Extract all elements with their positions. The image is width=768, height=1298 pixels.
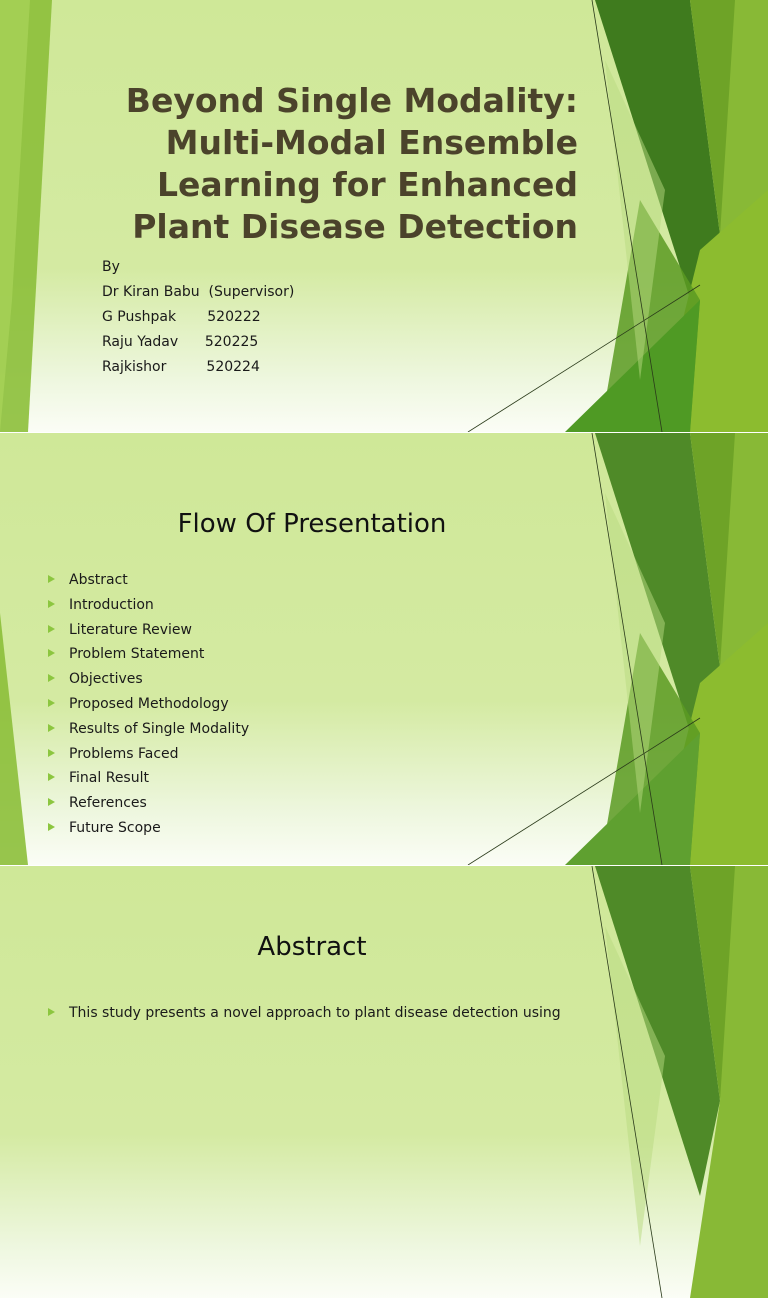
slide-decoration-right [591, 866, 768, 1298]
triangle-bullet-icon [48, 798, 55, 807]
list-item: Abstract [48, 568, 249, 593]
triangle-bullet-icon [48, 649, 55, 658]
list-item-text: Objectives [69, 671, 143, 688]
title-line: Plant Disease Detection [132, 207, 578, 246]
title-slide: Beyond Single Modality: Multi-Modal Ense… [0, 0, 768, 432]
list-item: Objectives [48, 667, 249, 692]
triangle-bullet-icon [48, 575, 55, 583]
triangle-bullet-icon [48, 723, 55, 732]
list-item: This study presents a novel approach to … [48, 1001, 561, 1026]
title-line: Multi-Modal Ensemble [165, 123, 578, 162]
slide-decoration-right [467, 433, 768, 865]
slide-title: Flow Of Presentation [177, 509, 447, 539]
list-item: Final Result [48, 766, 249, 791]
list-item: Introduction [48, 593, 249, 618]
list-item-text: Future Scope [69, 819, 161, 836]
abstract-slide: Abstract This study presents a novel app… [0, 866, 768, 1298]
list-item: Proposed Methodology [48, 692, 249, 717]
list-item-text: Problems Faced [69, 745, 179, 762]
list-item: Future Scope [48, 816, 249, 841]
triangle-bullet-icon [48, 748, 55, 757]
triangle-bullet-icon [48, 674, 55, 683]
author-item: Rajkishor 520224 [102, 359, 260, 375]
list-item-text: Introduction [69, 596, 154, 613]
presentation-title: Beyond Single Modality: Multi-Modal Ense… [38, 80, 578, 248]
flow-slide: Flow Of Presentation Abstract Introducti… [0, 433, 768, 865]
author-list: By Dr Kiran Babu (Supervisor) G Pushpak … [102, 255, 294, 380]
list-item: Literature Review [48, 618, 249, 643]
list-item: Problem Statement [48, 642, 249, 667]
slide-decoration-right [467, 0, 768, 432]
list-item-text: Proposed Methodology [69, 695, 229, 712]
list-item-text: Literature Review [69, 621, 192, 638]
triangle-bullet-icon [48, 698, 55, 707]
list-item-text: This study presents a novel approach to … [69, 1005, 561, 1021]
list-item-text: Final Result [69, 770, 149, 787]
author-supervisor: Dr Kiran Babu (Supervisor) [102, 284, 295, 300]
list-item-text: Problem Statement [69, 646, 205, 663]
list-item: Problems Faced [48, 742, 249, 767]
triangle-bullet-icon [48, 1008, 55, 1016]
byline-by: By [102, 259, 120, 275]
slide-decoration-left [0, 0, 52, 432]
list-item: Results of Single Modality [48, 717, 249, 742]
title-line: Beyond Single Modality: [125, 81, 578, 120]
author-item: G Pushpak 520222 [102, 309, 261, 325]
list-item-text: Results of Single Modality [69, 720, 250, 737]
list-item: References [48, 791, 249, 816]
triangle-bullet-icon [48, 599, 55, 608]
triangle-bullet-icon [48, 773, 55, 782]
abstract-list: This study presents a novel approach to … [48, 1001, 561, 1026]
agenda-list: Abstract Introduction Literature Review … [48, 568, 249, 841]
list-item-text: Abstract [69, 572, 128, 588]
slide-title: Abstract [257, 932, 367, 962]
list-item-text: References [69, 795, 147, 812]
triangle-bullet-icon [48, 822, 55, 831]
triangle-bullet-icon [48, 624, 55, 633]
title-line: Learning for Enhanced [156, 165, 578, 204]
author-item: Raju Yadav 520225 [102, 334, 259, 350]
slide-decoration-left [0, 613, 28, 865]
